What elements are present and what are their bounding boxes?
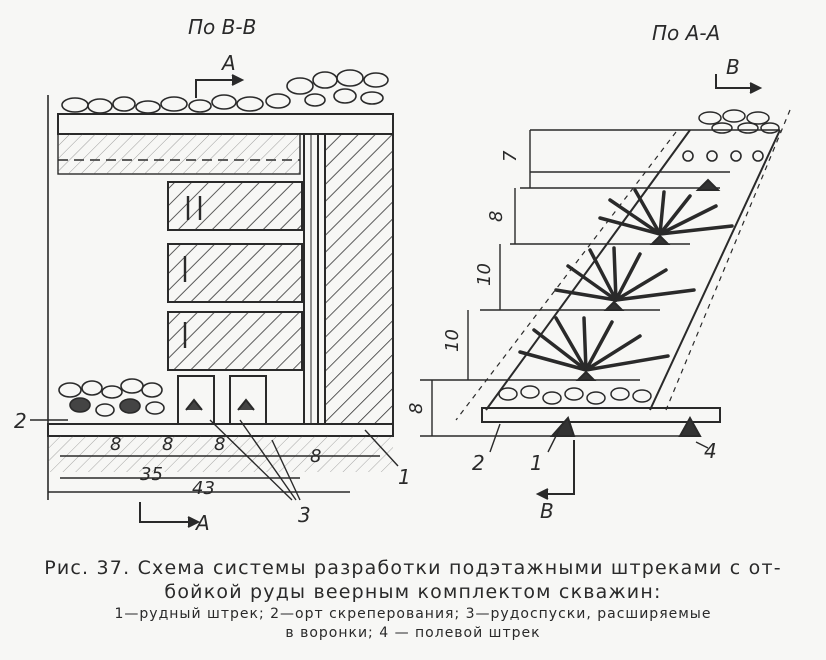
caption-line-1: Рис. 37. Схема системы разработки подэта… — [44, 557, 782, 579]
dim-right-h2: 8 — [486, 211, 507, 222]
right-section — [420, 74, 791, 500]
dim-right-h4: 10 — [442, 329, 463, 352]
dim-left-total-35: 35 — [140, 464, 163, 485]
right-bottom-rock-pile — [498, 385, 652, 405]
section-label-left: По В-В — [188, 15, 256, 39]
cut-label-a-bottom: А — [194, 511, 210, 535]
dim-left-s4: 8 — [310, 446, 321, 467]
dim-left-s2: 8 — [162, 434, 173, 455]
cut-label-b-top: В — [726, 55, 740, 79]
drill-holes-row — [682, 150, 764, 162]
callout-4-right: 4 — [704, 439, 717, 463]
top-rock-pile — [61, 69, 389, 114]
section-label-right: По А-А — [652, 21, 720, 45]
dim-left-s3: 8 — [214, 434, 225, 455]
callout-1-right: 1 — [530, 451, 543, 475]
mining-scheme-drawing: По В-В По А-А А А В В 2 1 3 2 1 4 8 8 8 … — [14, 15, 791, 535]
figure-caption: Рис. 37. Схема системы разработки подэта… — [0, 556, 826, 643]
caption-line-2: бойкой руды веерным комплектом скважин: — [164, 581, 662, 603]
callout-2-left: 2 — [14, 409, 27, 433]
caption-line-3: 1—рудный штрек; 2—орт скреперования; 3—р… — [114, 606, 712, 622]
fan-holes-1 — [598, 188, 734, 236]
cut-label-a-top: А — [220, 51, 236, 75]
caption-line-4: в воронки; 4 — полевой штрек — [285, 625, 541, 641]
right-top-rock-pile — [698, 109, 780, 134]
fan-holes-2 — [554, 246, 696, 302]
dim-right-h1: 7 — [500, 150, 521, 162]
callout-2-right: 2 — [472, 451, 485, 475]
dim-left-total-43: 43 — [192, 478, 215, 499]
dim-right-h5: 8 — [406, 403, 427, 414]
bottom-rock-pile — [58, 378, 165, 417]
fan-holes-3 — [518, 316, 670, 372]
left-section — [30, 69, 399, 528]
callout-3-left: 3 — [298, 503, 311, 527]
cut-label-b-bottom: В — [540, 499, 554, 523]
dim-right-h3: 10 — [474, 263, 495, 286]
callout-1-left: 1 — [398, 465, 411, 489]
dim-left-s1: 8 — [110, 434, 121, 455]
